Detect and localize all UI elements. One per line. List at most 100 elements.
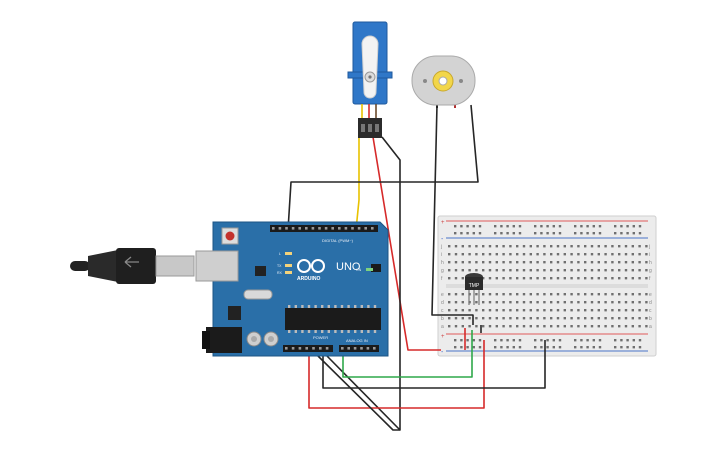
led-tx bbox=[285, 264, 292, 267]
rail-hole bbox=[494, 346, 497, 349]
breadboard-hole bbox=[536, 325, 539, 328]
rail-hole bbox=[466, 339, 469, 342]
breadboard-hole bbox=[502, 277, 505, 280]
header-pin bbox=[311, 227, 315, 230]
breadboard-hole bbox=[482, 269, 485, 272]
breadboard-hole bbox=[624, 253, 628, 256]
breadboard-hole bbox=[543, 253, 546, 256]
rail-hole bbox=[454, 225, 457, 228]
header-pin bbox=[285, 347, 288, 350]
breadboard-hole bbox=[495, 245, 498, 248]
breadboard-hole bbox=[454, 253, 458, 256]
servo-motor[interactable] bbox=[347, 21, 393, 138]
breadboard-hole bbox=[631, 269, 634, 272]
servo-shaft-center bbox=[368, 75, 372, 79]
breadboard-hole bbox=[488, 253, 492, 256]
chip-pin bbox=[373, 305, 377, 308]
breadboard-hole bbox=[475, 245, 478, 248]
rail-hole bbox=[586, 339, 589, 342]
breadboard-hole bbox=[522, 309, 526, 312]
rail-hole bbox=[500, 225, 503, 228]
breadboard-hole bbox=[482, 261, 485, 264]
breadboard-hole bbox=[618, 293, 621, 296]
breadboard-hole bbox=[536, 301, 539, 304]
wire-servo-signal[interactable] bbox=[355, 137, 360, 231]
arduino-uno-board[interactable]: L TX RX ON UNO ARDUINO DIGITAL (PWM~) AN… bbox=[195, 221, 389, 357]
breadboard[interactable]: j i h g f e d c b a j i h g f e d c b a … bbox=[437, 215, 657, 357]
rail-hole bbox=[540, 225, 543, 228]
led-rx-label: RX bbox=[277, 271, 283, 275]
rail-hole bbox=[632, 232, 635, 235]
breadboard-hole bbox=[543, 293, 546, 296]
rail-hole bbox=[546, 346, 549, 349]
breadboard-hole bbox=[577, 253, 580, 256]
rail-plus-label: + bbox=[441, 220, 445, 226]
header-pin bbox=[373, 347, 376, 350]
row-letter: a bbox=[649, 324, 652, 330]
wire-sensor-analog[interactable] bbox=[342, 330, 473, 378]
rail-hole bbox=[534, 346, 537, 349]
rail-hole bbox=[494, 339, 497, 342]
breadboard-hole bbox=[529, 261, 532, 264]
connector-pin bbox=[368, 124, 372, 132]
breadboard-hole bbox=[584, 325, 587, 328]
breadboard-hole bbox=[611, 309, 614, 312]
wire-gnd-2[interactable] bbox=[317, 355, 400, 431]
chip-pins bbox=[288, 305, 377, 333]
breadboard-hole bbox=[495, 317, 498, 320]
rail-hole bbox=[586, 346, 589, 349]
breadboard-hole bbox=[522, 293, 526, 296]
wire-gnd[interactable] bbox=[322, 340, 546, 389]
wire-motor-to-pin[interactable] bbox=[287, 104, 479, 231]
header-pin bbox=[312, 347, 315, 350]
breadboard-hole bbox=[543, 325, 546, 328]
breadboard-hole bbox=[618, 277, 621, 280]
breadboard-hole bbox=[529, 325, 532, 328]
breadboard-hole bbox=[448, 253, 451, 256]
breadboard-hole bbox=[475, 309, 478, 312]
wire-5v[interactable] bbox=[308, 340, 485, 409]
breadboard-hole bbox=[536, 269, 539, 272]
chip-pin bbox=[373, 330, 377, 333]
usb-cable[interactable] bbox=[70, 248, 195, 284]
breadboard-hole bbox=[461, 293, 464, 296]
rail-hole bbox=[506, 346, 509, 349]
breadboard-hole bbox=[584, 309, 587, 312]
chip-pin bbox=[334, 305, 337, 308]
rail-hole bbox=[500, 346, 503, 349]
breadboard-hole bbox=[475, 325, 478, 328]
rail-hole bbox=[546, 225, 549, 228]
breadboard-hole bbox=[618, 301, 621, 304]
temperature-sensor[interactable]: TMP bbox=[465, 273, 483, 305]
rail-hole bbox=[534, 339, 537, 342]
breadboard-hole bbox=[584, 261, 587, 264]
reset-button-cap bbox=[225, 231, 235, 241]
breadboard-hole bbox=[522, 261, 526, 264]
header-pin bbox=[272, 227, 275, 230]
row-letter: d bbox=[649, 300, 652, 306]
rail-hole bbox=[592, 339, 595, 342]
breadboard-hole bbox=[550, 293, 553, 296]
breadboard-hole bbox=[556, 317, 560, 320]
breadboard-hole bbox=[618, 325, 621, 328]
header-pin bbox=[357, 227, 361, 230]
chip-pin bbox=[340, 330, 344, 333]
digital-pins bbox=[272, 227, 374, 230]
breadboard-hole bbox=[597, 325, 600, 328]
led-l-label: L bbox=[279, 252, 281, 256]
dc-motor[interactable] bbox=[411, 55, 476, 108]
wire-servo-ground[interactable] bbox=[325, 136, 401, 431]
breadboard-hole bbox=[488, 301, 492, 304]
usb-plug-body bbox=[116, 248, 156, 284]
header-pin bbox=[298, 227, 301, 230]
rail-hole bbox=[494, 225, 497, 228]
wire-servo-power[interactable] bbox=[372, 136, 441, 351]
rail-hole bbox=[454, 346, 457, 349]
breadboard-hole bbox=[563, 277, 566, 280]
breadboard-hole bbox=[516, 293, 519, 296]
breadboard-hole bbox=[543, 269, 546, 272]
rail-hole bbox=[478, 346, 482, 349]
breadboard-hole bbox=[529, 317, 532, 320]
wire-motor-to-breadboard[interactable] bbox=[431, 104, 474, 325]
breadboard-hole bbox=[584, 277, 587, 280]
